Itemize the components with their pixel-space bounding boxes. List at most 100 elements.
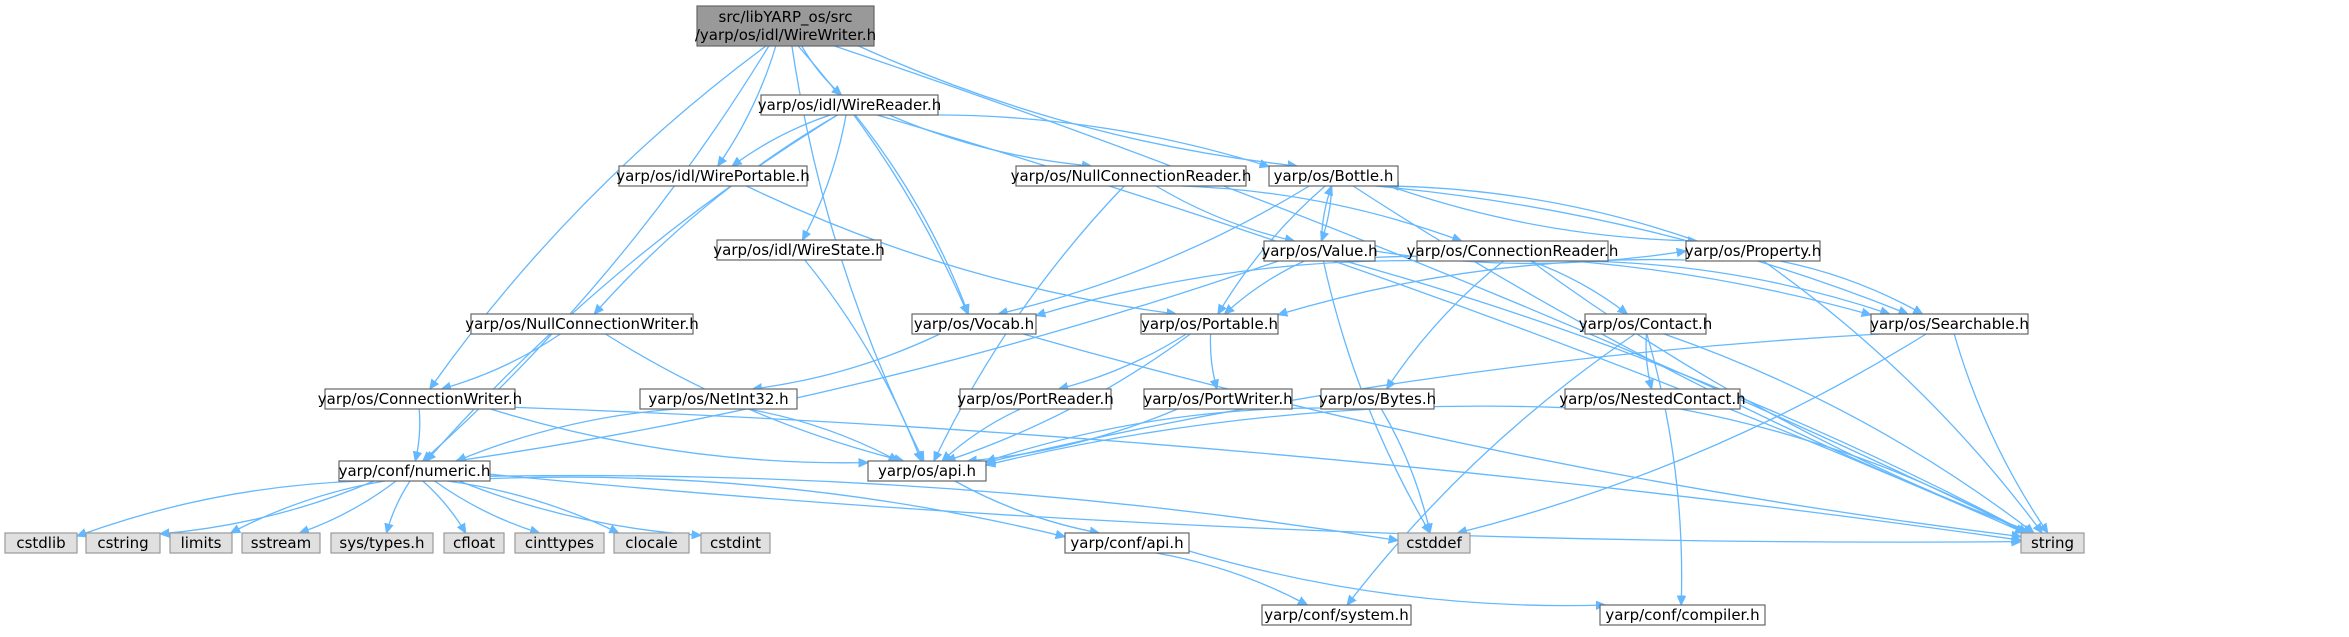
edge-numeric-to-string bbox=[489, 473, 2021, 542]
node-string: string bbox=[2020, 532, 2085, 554]
edge-searchable-to-osapi bbox=[986, 333, 1880, 463]
node-label: cstring bbox=[97, 534, 148, 552]
node-box bbox=[1261, 604, 1412, 626]
edge-connreader-to-string bbox=[1530, 260, 2034, 533]
node-box bbox=[324, 388, 516, 410]
node-nestedcontact[interactable]: yarp/os/NestedContact.h bbox=[1559, 388, 1746, 410]
edge-vocab-to-netint32 bbox=[753, 333, 941, 389]
node-box bbox=[241, 532, 321, 554]
node-cstddef: cstddef bbox=[1397, 532, 1471, 554]
edge-connwriter-to-numeric bbox=[415, 408, 419, 461]
node-cstdint: cstdint bbox=[700, 532, 771, 554]
edge-numeric-to-systypes bbox=[387, 480, 411, 533]
edge-connwriter-to-osapi bbox=[490, 408, 868, 463]
node-confapi[interactable]: yarp/conf/api.h bbox=[1064, 532, 1190, 554]
edge-root-to-vocab bbox=[797, 45, 968, 314]
edge-property-to-string bbox=[1762, 260, 2042, 533]
node-nullconnreader[interactable]: yarp/os/NullConnectionReader.h bbox=[1011, 165, 1252, 187]
node-connreader[interactable]: yarp/os/ConnectionReader.h bbox=[1407, 240, 1619, 262]
edge-value-to-numeric bbox=[456, 260, 1279, 461]
edge-numeric-to-confapi bbox=[489, 476, 1065, 537]
edge-searchable-to-cstddef bbox=[1458, 333, 1927, 533]
node-label: yarp/os/Contact.h bbox=[1579, 315, 1713, 333]
node-portwriter[interactable]: yarp/os/PortWriter.h bbox=[1143, 388, 1293, 410]
node-box bbox=[1064, 532, 1190, 554]
node-wireportable[interactable]: yarp/os/idl/WirePortable.h bbox=[616, 165, 810, 187]
edge-portable-to-portwriter bbox=[1210, 333, 1216, 389]
node-vocab[interactable]: yarp/os/Vocab.h bbox=[911, 313, 1037, 335]
edge-netint32-to-numeric bbox=[457, 408, 677, 461]
node-box bbox=[1416, 240, 1609, 262]
node-wirestate[interactable]: yarp/os/idl/WireState.h bbox=[713, 239, 885, 261]
node-label: yarp/os/NetInt32.h bbox=[648, 390, 788, 408]
node-label: yarp/os/Vocab.h bbox=[914, 315, 1034, 333]
edge-searchable-to-string bbox=[1953, 333, 2048, 533]
edge-root-to-connwriter bbox=[430, 45, 767, 389]
node-box bbox=[1564, 388, 1741, 410]
node-label: yarp/os/Searchable.h bbox=[1870, 315, 2029, 333]
node-connwriter[interactable]: yarp/os/ConnectionWriter.h bbox=[318, 388, 522, 410]
edge-nullconnwriter-to-connwriter bbox=[442, 333, 561, 389]
node-numeric[interactable]: yarp/conf/numeric.h bbox=[338, 460, 491, 482]
node-label: string bbox=[2031, 534, 2074, 552]
node-property[interactable]: yarp/os/Property.h bbox=[1685, 240, 1821, 262]
edge-bottle-to-property bbox=[1389, 185, 1697, 241]
node-value[interactable]: yarp/os/Value.h bbox=[1261, 240, 1378, 262]
node-box bbox=[85, 532, 161, 554]
node-bottle[interactable]: yarp/os/Bottle.h bbox=[1268, 165, 1399, 187]
node-wirereader[interactable]: yarp/os/idl/WireReader.h bbox=[758, 94, 942, 116]
node-box bbox=[1143, 388, 1293, 410]
node-cfloat: cfloat bbox=[443, 532, 505, 554]
edge-root-to-wireportable bbox=[718, 45, 777, 166]
node-systypes: sys/types.h bbox=[330, 532, 434, 554]
node-box bbox=[1320, 388, 1435, 410]
edge-connreader-to-contact bbox=[1530, 260, 1628, 314]
edge-connreader-to-searchable bbox=[1572, 260, 1889, 314]
node-netint32[interactable]: yarp/os/NetInt32.h bbox=[639, 388, 798, 410]
edge-confapi-to-system bbox=[1155, 552, 1307, 605]
edge-vocab-to-string bbox=[1023, 333, 2021, 537]
node-label: yarp/os/idl/WireState.h bbox=[713, 241, 884, 259]
node-label: yarp/os/Value.h bbox=[1261, 242, 1377, 260]
node-box bbox=[1870, 313, 2029, 335]
edge-numeric-to-cstddef bbox=[489, 474, 1398, 541]
node-nullconnwriter[interactable]: yarp/os/NullConnectionWriter.h bbox=[465, 313, 699, 335]
node-label: cstddef bbox=[1406, 534, 1462, 552]
node-label: yarp/os/NullConnectionReader.h bbox=[1011, 167, 1252, 185]
node-root[interactable]: src/libYARP_os/src/yarp/os/idl/WireWrite… bbox=[695, 5, 876, 47]
node-bytes[interactable]: yarp/os/Bytes.h bbox=[1319, 388, 1436, 410]
node-label: sstream bbox=[251, 534, 311, 552]
edge-portable-to-portreader bbox=[1059, 333, 1187, 389]
node-system[interactable]: yarp/conf/system.h bbox=[1261, 604, 1412, 626]
edge-wirereader-to-nullconnwriter bbox=[594, 114, 838, 314]
node-osapi[interactable]: yarp/os/api.h bbox=[867, 460, 987, 482]
edge-contact-to-string bbox=[1663, 333, 2034, 533]
node-label: yarp/os/Bytes.h bbox=[1319, 390, 1436, 408]
node-limits: limits bbox=[169, 532, 233, 554]
edge-portwriter-to-osapi bbox=[967, 408, 1178, 461]
node-box bbox=[1268, 165, 1399, 187]
node-cinttypes: cinttypes bbox=[514, 532, 605, 554]
node-searchable[interactable]: yarp/os/Searchable.h bbox=[1870, 313, 2029, 335]
node-label: yarp/os/Portable.h bbox=[1141, 315, 1278, 333]
node-label: cstdlib bbox=[16, 534, 65, 552]
edge-portreader-to-osapi bbox=[942, 408, 1021, 461]
node-compiler[interactable]: yarp/conf/compiler.h bbox=[1599, 604, 1766, 626]
edges bbox=[77, 45, 2048, 606]
node-box bbox=[716, 239, 882, 261]
node-box bbox=[338, 460, 491, 482]
edge-wireportable-to-portable bbox=[746, 185, 1177, 314]
edge-contact-to-nestedcontact bbox=[1646, 333, 1652, 389]
node-cstdlib: cstdlib bbox=[4, 532, 78, 554]
node-box bbox=[330, 532, 434, 554]
node-portreader[interactable]: yarp/os/PortReader.h bbox=[957, 388, 1114, 410]
node-contact[interactable]: yarp/os/Contact.h bbox=[1579, 313, 1713, 335]
node-label: clocale bbox=[625, 534, 677, 552]
node-label: cfloat bbox=[453, 534, 495, 552]
edge-wirestate-to-osapi bbox=[804, 259, 921, 461]
edge-contact-to-system bbox=[1347, 333, 1636, 605]
edge-wirereader-to-bottle bbox=[917, 114, 1269, 167]
node-box bbox=[2020, 532, 2085, 554]
node-label: yarp/os/Bottle.h bbox=[1274, 167, 1394, 185]
node-portable[interactable]: yarp/os/Portable.h bbox=[1140, 313, 1279, 335]
